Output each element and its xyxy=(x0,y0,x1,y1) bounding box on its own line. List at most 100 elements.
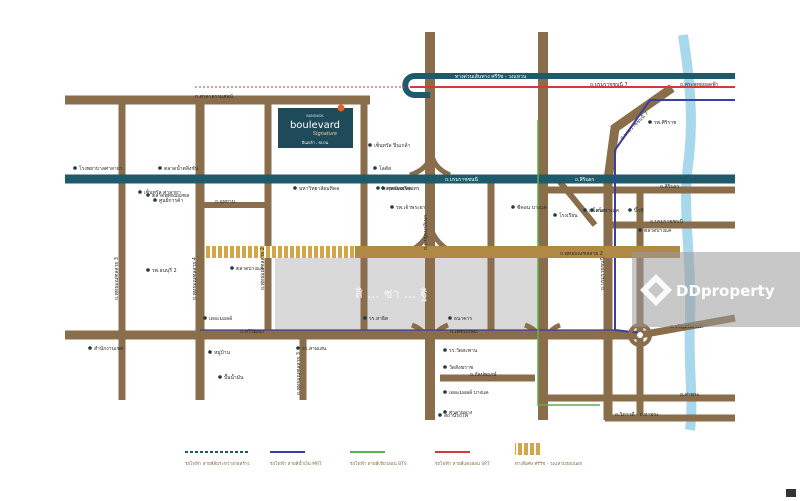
watermark-text: DDproperty xyxy=(676,282,775,300)
expand-icon[interactable] xyxy=(786,489,796,497)
place-marker-icon xyxy=(363,316,367,320)
bts-green-line xyxy=(537,120,600,406)
legend-label-4: รถไฟฟ้า สายสีแดงอ่อน SRT xyxy=(435,461,490,467)
road-label-upper: ถ.บรมราชชนนี 7 xyxy=(590,81,628,88)
place-label: โรงเรียน xyxy=(559,212,578,219)
watermark: DDproperty สิ ... ชา ... ฐิ xyxy=(355,252,800,327)
place-marker-icon xyxy=(443,348,447,352)
place-marker-icon xyxy=(203,316,207,320)
place-marker-icon xyxy=(146,268,150,272)
road-label-kalapapruek: ถ.กัลปพฤกษ์ xyxy=(470,371,497,378)
place-marker-icon xyxy=(648,120,652,124)
place-label: เซ็นทรัล ปิ่นเกล้า xyxy=(374,141,411,149)
place-marker-icon xyxy=(376,186,380,190)
road-label-right-top: ถ.พระพุทธยอดฟ้า xyxy=(680,81,719,88)
road-diagonal-mid xyxy=(557,180,598,227)
place-label: รพ.ธนบุรี 2 xyxy=(152,267,177,274)
place-marker-icon xyxy=(153,198,157,202)
place-label: รพ.ศิริราช xyxy=(654,119,677,126)
legend-swatch-striped xyxy=(515,443,540,455)
roundabout-center xyxy=(637,332,643,338)
logo-brand: boulevard xyxy=(290,120,340,131)
place-label: ตลาดบางแค xyxy=(236,266,263,272)
place-label: วัดสังฆราช xyxy=(449,365,474,371)
road-label-right-mid: ถ.ท่าพระ xyxy=(680,392,700,398)
road-label-kanchana: ถ.กาญจนาภิเษก xyxy=(422,215,429,250)
road-label-mid-left: ถ.อุทยาน xyxy=(215,199,236,205)
place-label: ตลาดน้ำตลิ่งชัน xyxy=(164,163,199,172)
place-label: โรงพยาบาลศาลายา xyxy=(79,165,123,172)
logo-project-line: ปิ่นเกล้า - ขบวน xyxy=(301,140,329,145)
place-marker-icon xyxy=(218,375,222,379)
legend-label-2: รถไฟฟ้า สายสีน้ำเงิน MRT xyxy=(270,460,322,467)
road-label-center-vert: ถ.พุทธมณฑลสาย 2 xyxy=(260,247,266,290)
road-right-diagonal-top xyxy=(603,84,675,181)
road-label-left-vert-2: ถ.พุทธมณฑลสาย 4 xyxy=(192,257,198,300)
place-marker-icon xyxy=(628,208,632,212)
mrt-blue-line xyxy=(614,99,735,334)
place-label: สถานีรถไฟ xyxy=(444,412,469,419)
project-pin xyxy=(337,104,345,112)
project-logo: BANGKOK boulevard Signature ปิ่นเกล้า - … xyxy=(278,104,353,148)
place-label: รร.สามเสน xyxy=(302,346,327,352)
place-marker-icon xyxy=(590,208,594,212)
place-marker-icon xyxy=(296,346,300,350)
place-marker-icon xyxy=(368,143,372,147)
place-marker-icon xyxy=(73,166,77,170)
legend: รถไฟฟ้า สายสีส้มระหว่างก่อสร้าง รถไฟฟ้า … xyxy=(185,443,583,467)
place-marker-icon xyxy=(146,193,150,197)
ddproperty-logo-icon xyxy=(640,274,672,306)
place-marker-icon xyxy=(443,410,447,414)
place-label: ธนาคาร xyxy=(454,316,472,322)
road-label-pinklao-right: ถ.สิรินธร xyxy=(575,176,595,183)
place-marker-icon xyxy=(443,365,447,369)
place-marker-icon xyxy=(390,205,394,209)
place-label: ตลาดนัดศรีสุนทร xyxy=(382,185,420,192)
chao-phraya-river xyxy=(678,34,697,431)
place-label: ตลาดบางแค xyxy=(644,228,671,234)
place-label: พุทธมณฑล xyxy=(387,186,412,192)
place-label: รร.สาธิต xyxy=(369,315,388,322)
watermark-center: สิ ... ชา ... ฐิ xyxy=(355,287,428,302)
road-label-top: ถ.ศาลาธรรมสพน์ xyxy=(195,93,234,100)
place-marker-icon xyxy=(553,213,557,217)
road-label-pinklao: ถ.บรมราชชนนี xyxy=(445,176,478,183)
place-marker-icon xyxy=(88,346,92,350)
place-label: บิ๊กซี xyxy=(634,206,644,214)
legend-label-1: รถไฟฟ้า สายสีส้มระหว่างก่อสร้าง xyxy=(185,461,249,467)
orange-line-striped xyxy=(205,246,355,258)
place-marker-icon xyxy=(638,228,642,232)
road-label-tawee: ถ.ทวีวัฒนา xyxy=(240,328,264,335)
place-label: รร.วัดสะพาน xyxy=(449,348,478,354)
place-label: เดอะมอลล์ บางแค xyxy=(449,389,489,396)
road-label-right-vert: ถ.บรมราชชนนี xyxy=(599,257,606,290)
place-marker-icon xyxy=(138,190,142,194)
place-label: สน.บางแค xyxy=(596,208,619,214)
place-label: เซ็นทรัล ศาลายา xyxy=(144,188,181,196)
place-marker-icon xyxy=(381,186,385,190)
place-label: ศาลากลาง xyxy=(449,410,473,416)
road-label-orange: ถ.พุทธมณฑลสาย 2 xyxy=(560,251,603,257)
place-marker-icon xyxy=(511,205,515,209)
interchange-bottom xyxy=(410,322,450,351)
place-marker-icon xyxy=(158,166,162,170)
place-marker-icon xyxy=(373,166,377,170)
place-marker-icon xyxy=(208,350,212,354)
legend-label-5: ทางพิเศษ ศรีรัช - วงแหวนรอบนอก xyxy=(515,461,583,467)
road-label-boromarat-lower: ถ.บรมราชชนนี xyxy=(650,218,683,225)
orange-line-solid xyxy=(355,246,680,258)
logo-tagline: Signature xyxy=(313,131,337,137)
road-label-right-bottom: ถ.วิภาวดี - ถ.ท่าพระ xyxy=(615,411,659,418)
road-label-sirindhorn: ถ.สิรินธร xyxy=(660,183,680,190)
place-marker-icon xyxy=(293,186,297,190)
place-label: ปั๊มน้ำมัน xyxy=(224,372,244,381)
place-marker-icon xyxy=(438,413,442,417)
project-zone xyxy=(275,246,540,330)
road-label-bottom-main: ถ.เพชรเกษม xyxy=(450,329,477,335)
place-label: ซีคอน บางแค xyxy=(517,204,547,211)
place-label: มหาวิทยาลัยมหิดล xyxy=(299,185,339,192)
place-label: ศูนย์การค้า xyxy=(159,197,183,204)
place-label: หมู่บ้าน xyxy=(214,349,231,356)
road-label-left-vert-1: ถ.พุทธมณฑลสาย 3 xyxy=(114,257,120,300)
place-label: แม็คโคร xyxy=(589,206,608,214)
